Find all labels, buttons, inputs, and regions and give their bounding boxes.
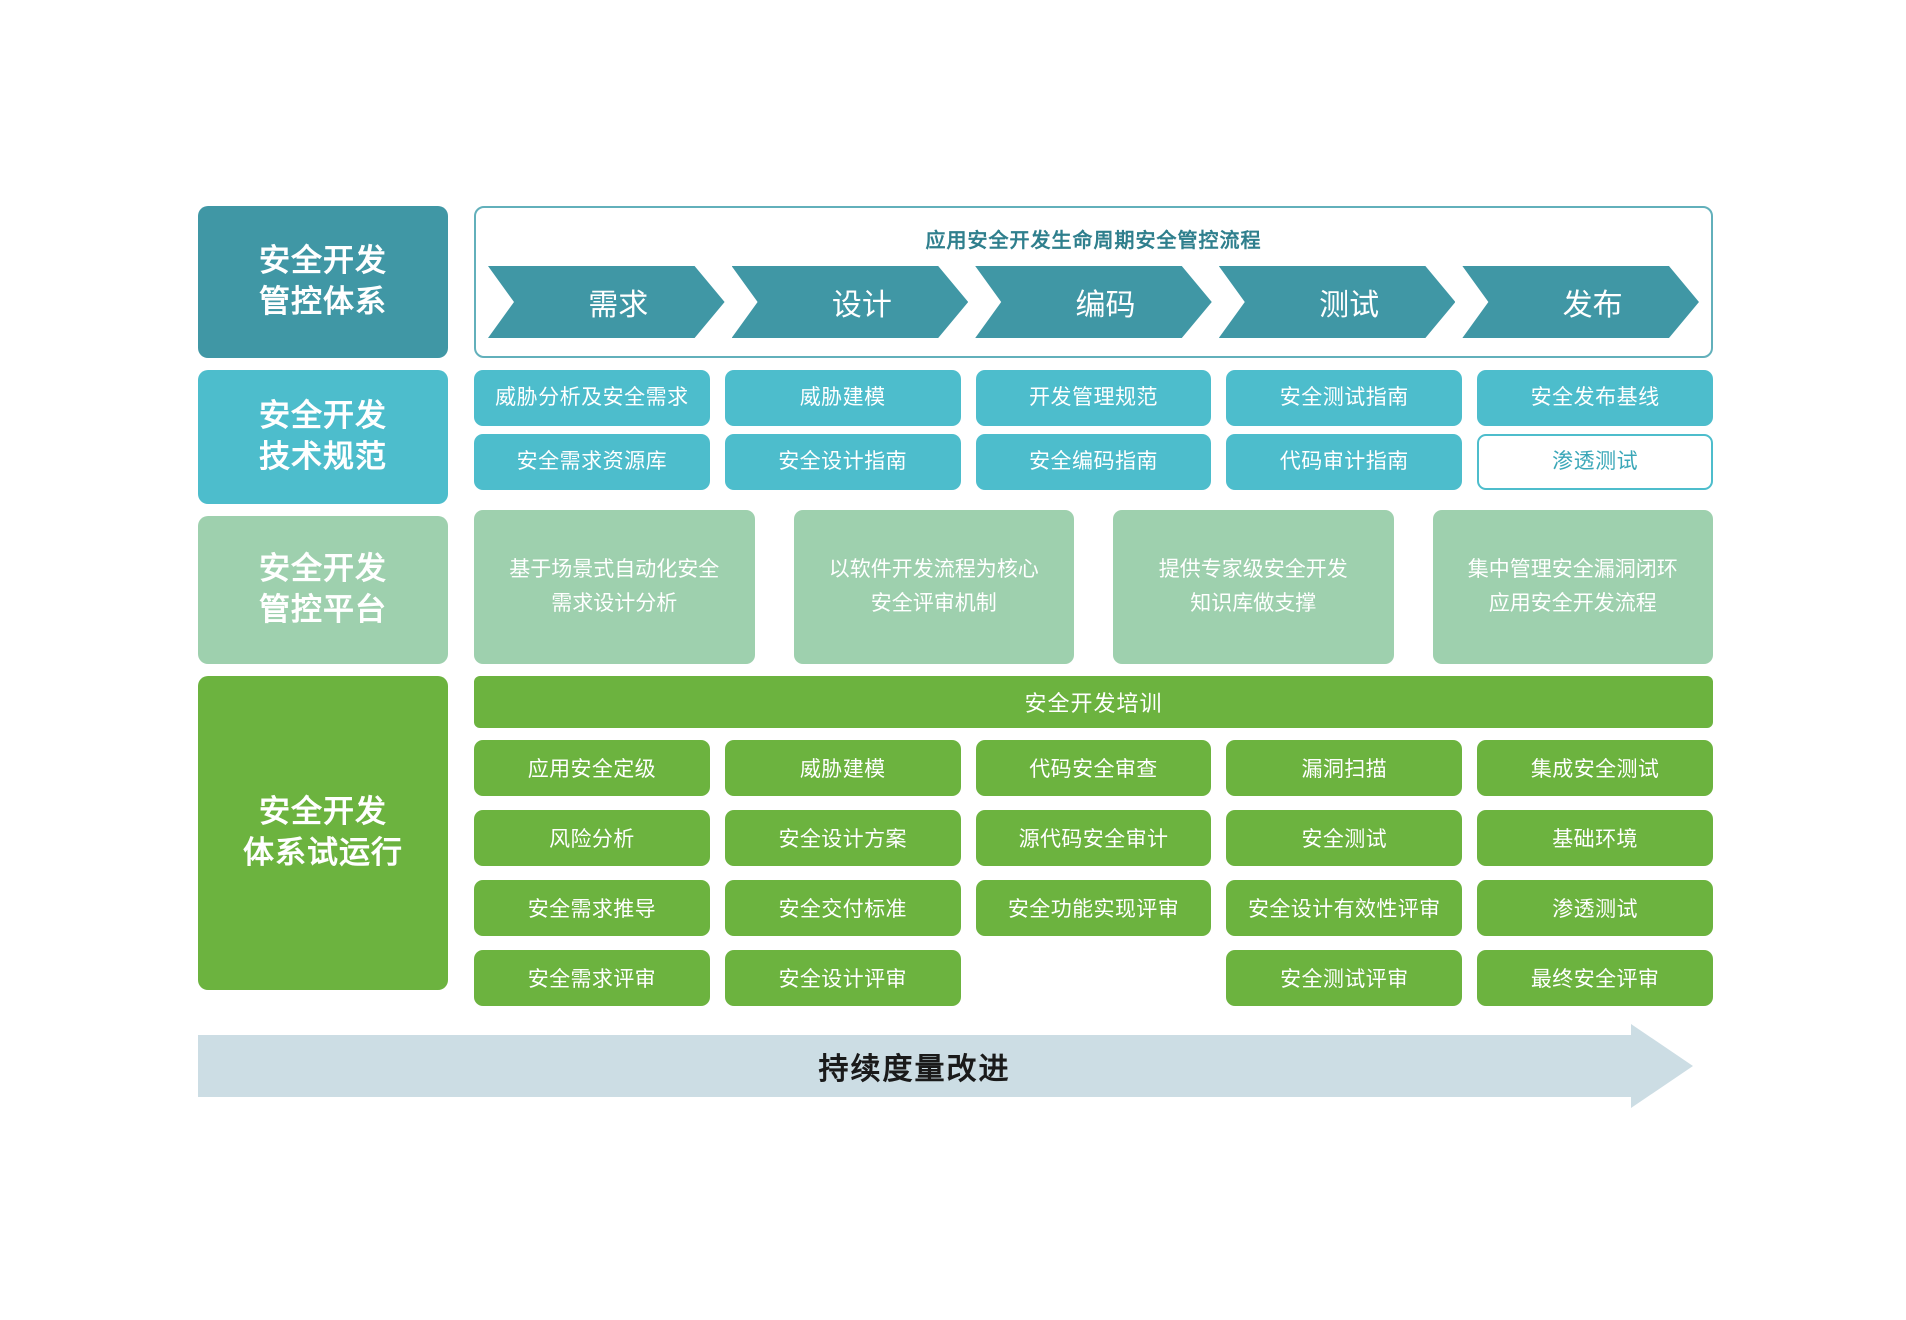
trial-tile[interactable]: 安全交付标准 <box>724 880 961 936</box>
trial-tile[interactable]: 应用安全定级 <box>474 740 710 796</box>
trial-tile-grid: 应用安全定级 威胁建模 代码安全审查 漏洞扫描 集成安全测试 风险分析 安全设计… <box>474 740 1713 1006</box>
continuous-improvement-arrow: 持续度量改进 <box>198 1024 1693 1108</box>
trial-tile[interactable]: 最终安全评审 <box>1477 950 1713 1006</box>
trial-tile[interactable]: 安全功能实现评审 <box>975 880 1212 936</box>
trial-tile[interactable]: 集成安全测试 <box>1477 740 1713 796</box>
diagram-frame: 安全开发 管控体系 安全开发 技术规范 安全开发 管控平台 安全开发 体系试运行… <box>198 206 1713 1086</box>
tech-spec-row-b: 安全需求资源库 安全设计指南 安全编码指南 代码审计指南 渗透测试 <box>474 434 1713 490</box>
trial-tile[interactable]: 代码安全审查 <box>975 740 1212 796</box>
sidebar-item-label: 安全开发 技术规范 <box>259 398 387 474</box>
lifecycle-panel: 应用安全开发生命周期安全管控流程 需求 设计 编码 测试 发布 <box>474 206 1713 358</box>
tech-spec-tile[interactable]: 开发管理规范 <box>975 370 1212 426</box>
lifecycle-stage-design[interactable]: 设计 <box>732 266 969 338</box>
lifecycle-stage-testing[interactable]: 测试 <box>1219 266 1456 338</box>
trial-tile[interactable]: 安全测试 <box>1226 810 1463 866</box>
trial-tile[interactable]: 安全设计评审 <box>724 950 961 1006</box>
arrow-head-icon <box>1631 1024 1693 1108</box>
lifecycle-stage-row: 需求 设计 编码 测试 发布 <box>488 266 1699 338</box>
trial-training-banner[interactable]: 安全开发培训 <box>474 676 1713 728</box>
tech-spec-tile[interactable]: 安全编码指南 <box>975 434 1212 490</box>
tech-spec-tile[interactable]: 威胁分析及安全需求 <box>474 370 710 426</box>
trial-tile[interactable]: 威胁建模 <box>724 740 961 796</box>
trial-tile[interactable]: 源代码安全审计 <box>975 810 1212 866</box>
lifecycle-stage-release[interactable]: 发布 <box>1462 266 1699 338</box>
tech-spec-tile[interactable]: 安全设计指南 <box>724 434 961 490</box>
tech-spec-tile-penetration-test[interactable]: 渗透测试 <box>1477 434 1713 490</box>
tech-spec-tile[interactable]: 代码审计指南 <box>1226 434 1463 490</box>
lifecycle-stage-requirements[interactable]: 需求 <box>488 266 725 338</box>
tech-spec-row-a: 威胁分析及安全需求 威胁建模 开发管理规范 安全测试指南 安全发布基线 <box>474 370 1713 426</box>
arrow-body <box>198 1035 1631 1097</box>
trial-tile[interactable]: 安全需求评审 <box>474 950 710 1006</box>
platform-tile[interactable]: 提供专家级安全开发 知识库做支撑 <box>1113 510 1394 664</box>
platform-tile[interactable]: 基于场景式自动化安全 需求设计分析 <box>474 510 755 664</box>
sidebar-item-platform[interactable]: 安全开发 管控平台 <box>198 516 448 664</box>
continuous-improvement-label: 持续度量改进 <box>818 1053 1011 1086</box>
sidebar-item-trial-run[interactable]: 安全开发 体系试运行 <box>198 676 448 990</box>
platform-tile[interactable]: 以软件开发流程为核心 安全评审机制 <box>793 510 1074 664</box>
sidebar-item-label: 安全开发 体系试运行 <box>243 794 403 870</box>
trial-tile[interactable]: 安全测试评审 <box>1226 950 1463 1006</box>
platform-tile[interactable]: 集中管理安全漏洞闭环 应用安全开发流程 <box>1432 510 1713 664</box>
trial-tile[interactable]: 漏洞扫描 <box>1226 740 1463 796</box>
trial-tile[interactable]: 安全需求推导 <box>474 880 710 936</box>
sidebar-item-tech-spec[interactable]: 安全开发 技术规范 <box>198 370 448 504</box>
tech-spec-tile[interactable]: 安全测试指南 <box>1226 370 1463 426</box>
trial-tile[interactable]: 安全设计有效性评审 <box>1226 880 1463 936</box>
sidebar-item-management-system[interactable]: 安全开发 管控体系 <box>198 206 448 358</box>
lifecycle-stage-coding[interactable]: 编码 <box>975 266 1212 338</box>
platform-row: 基于场景式自动化安全 需求设计分析 以软件开发流程为核心 安全评审机制 提供专家… <box>474 510 1713 664</box>
tech-spec-tile[interactable]: 威胁建模 <box>724 370 961 426</box>
sidebar-item-label: 安全开发 管控体系 <box>259 243 387 319</box>
lifecycle-title: 应用安全开发生命周期安全管控流程 <box>925 230 1262 252</box>
trial-tile[interactable]: 安全设计方案 <box>724 810 961 866</box>
sidebar-item-label: 安全开发 管控平台 <box>259 551 387 627</box>
trial-tile[interactable]: 风险分析 <box>474 810 710 866</box>
trial-tile-empty <box>976 950 1212 1006</box>
tech-spec-tile[interactable]: 安全发布基线 <box>1477 370 1713 426</box>
trial-tile[interactable]: 渗透测试 <box>1477 880 1713 936</box>
trial-tile[interactable]: 基础环境 <box>1477 810 1713 866</box>
tech-spec-tile[interactable]: 安全需求资源库 <box>474 434 710 490</box>
